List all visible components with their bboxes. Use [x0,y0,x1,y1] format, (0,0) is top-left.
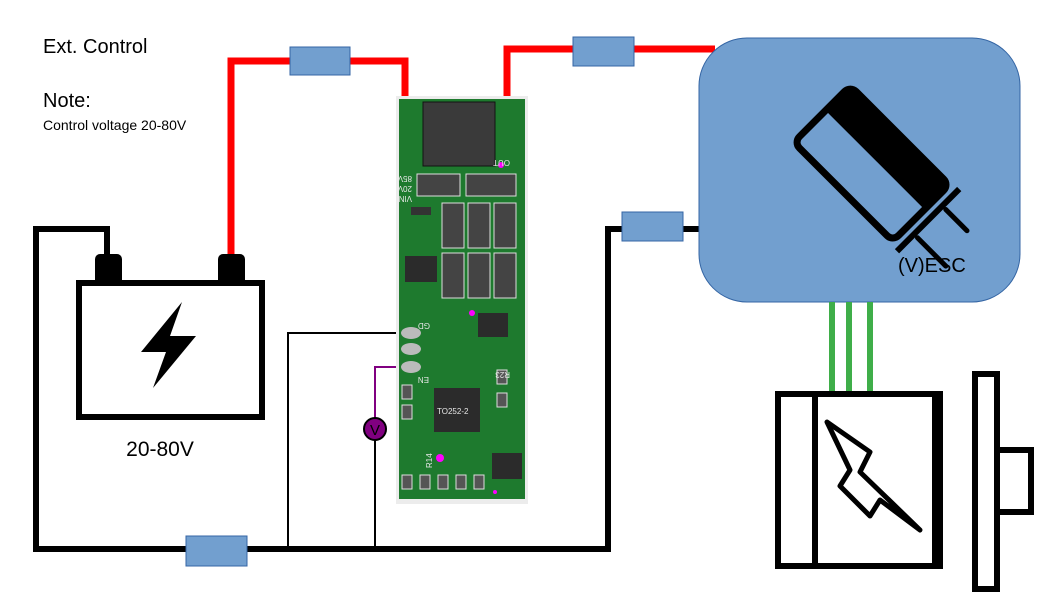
lightning-icon [141,302,196,388]
esc-label: (V)ESC [898,255,966,277]
motor-icon [775,371,1034,592]
fuse-icon [621,211,684,242]
battery-icon [76,254,265,420]
pcb-label-vin: VIN [398,194,412,203]
pcb-label-en: EN [418,375,429,384]
voltmeter-label: V [370,422,380,439]
fuse-icon [572,36,635,67]
motor-phase-wires [829,302,873,395]
esc-box: (V)ESC [698,37,1021,303]
battery-voltage-label: 20-80V [126,438,194,461]
voltmeter-icon: V [363,417,387,441]
pcb-label-gd: GD [418,321,430,330]
fuse-icon [185,535,248,567]
pcb-label-out: OUT [493,158,510,167]
fuse-icon [289,46,351,76]
pcb-label-20v: 20V [397,184,412,193]
pcb-label-r14: R14 [425,453,434,468]
pcb-label-r23: R23 [495,370,510,379]
ext-control-label: Ext. Control [43,36,147,58]
capacitor-icon [793,85,970,269]
converter-pcb: OUT 85V 20V VIN GD EN R23 TO252-2 R14 [396,96,528,504]
negative-wire [33,226,700,552]
pcb-label-85v: 85V [397,174,412,183]
pcb-label-package: TO252-2 [437,407,469,416]
note-title: Note: [43,90,91,112]
note-text: Control voltage 20-80V [43,117,187,133]
ext-control-wires [287,332,405,549]
